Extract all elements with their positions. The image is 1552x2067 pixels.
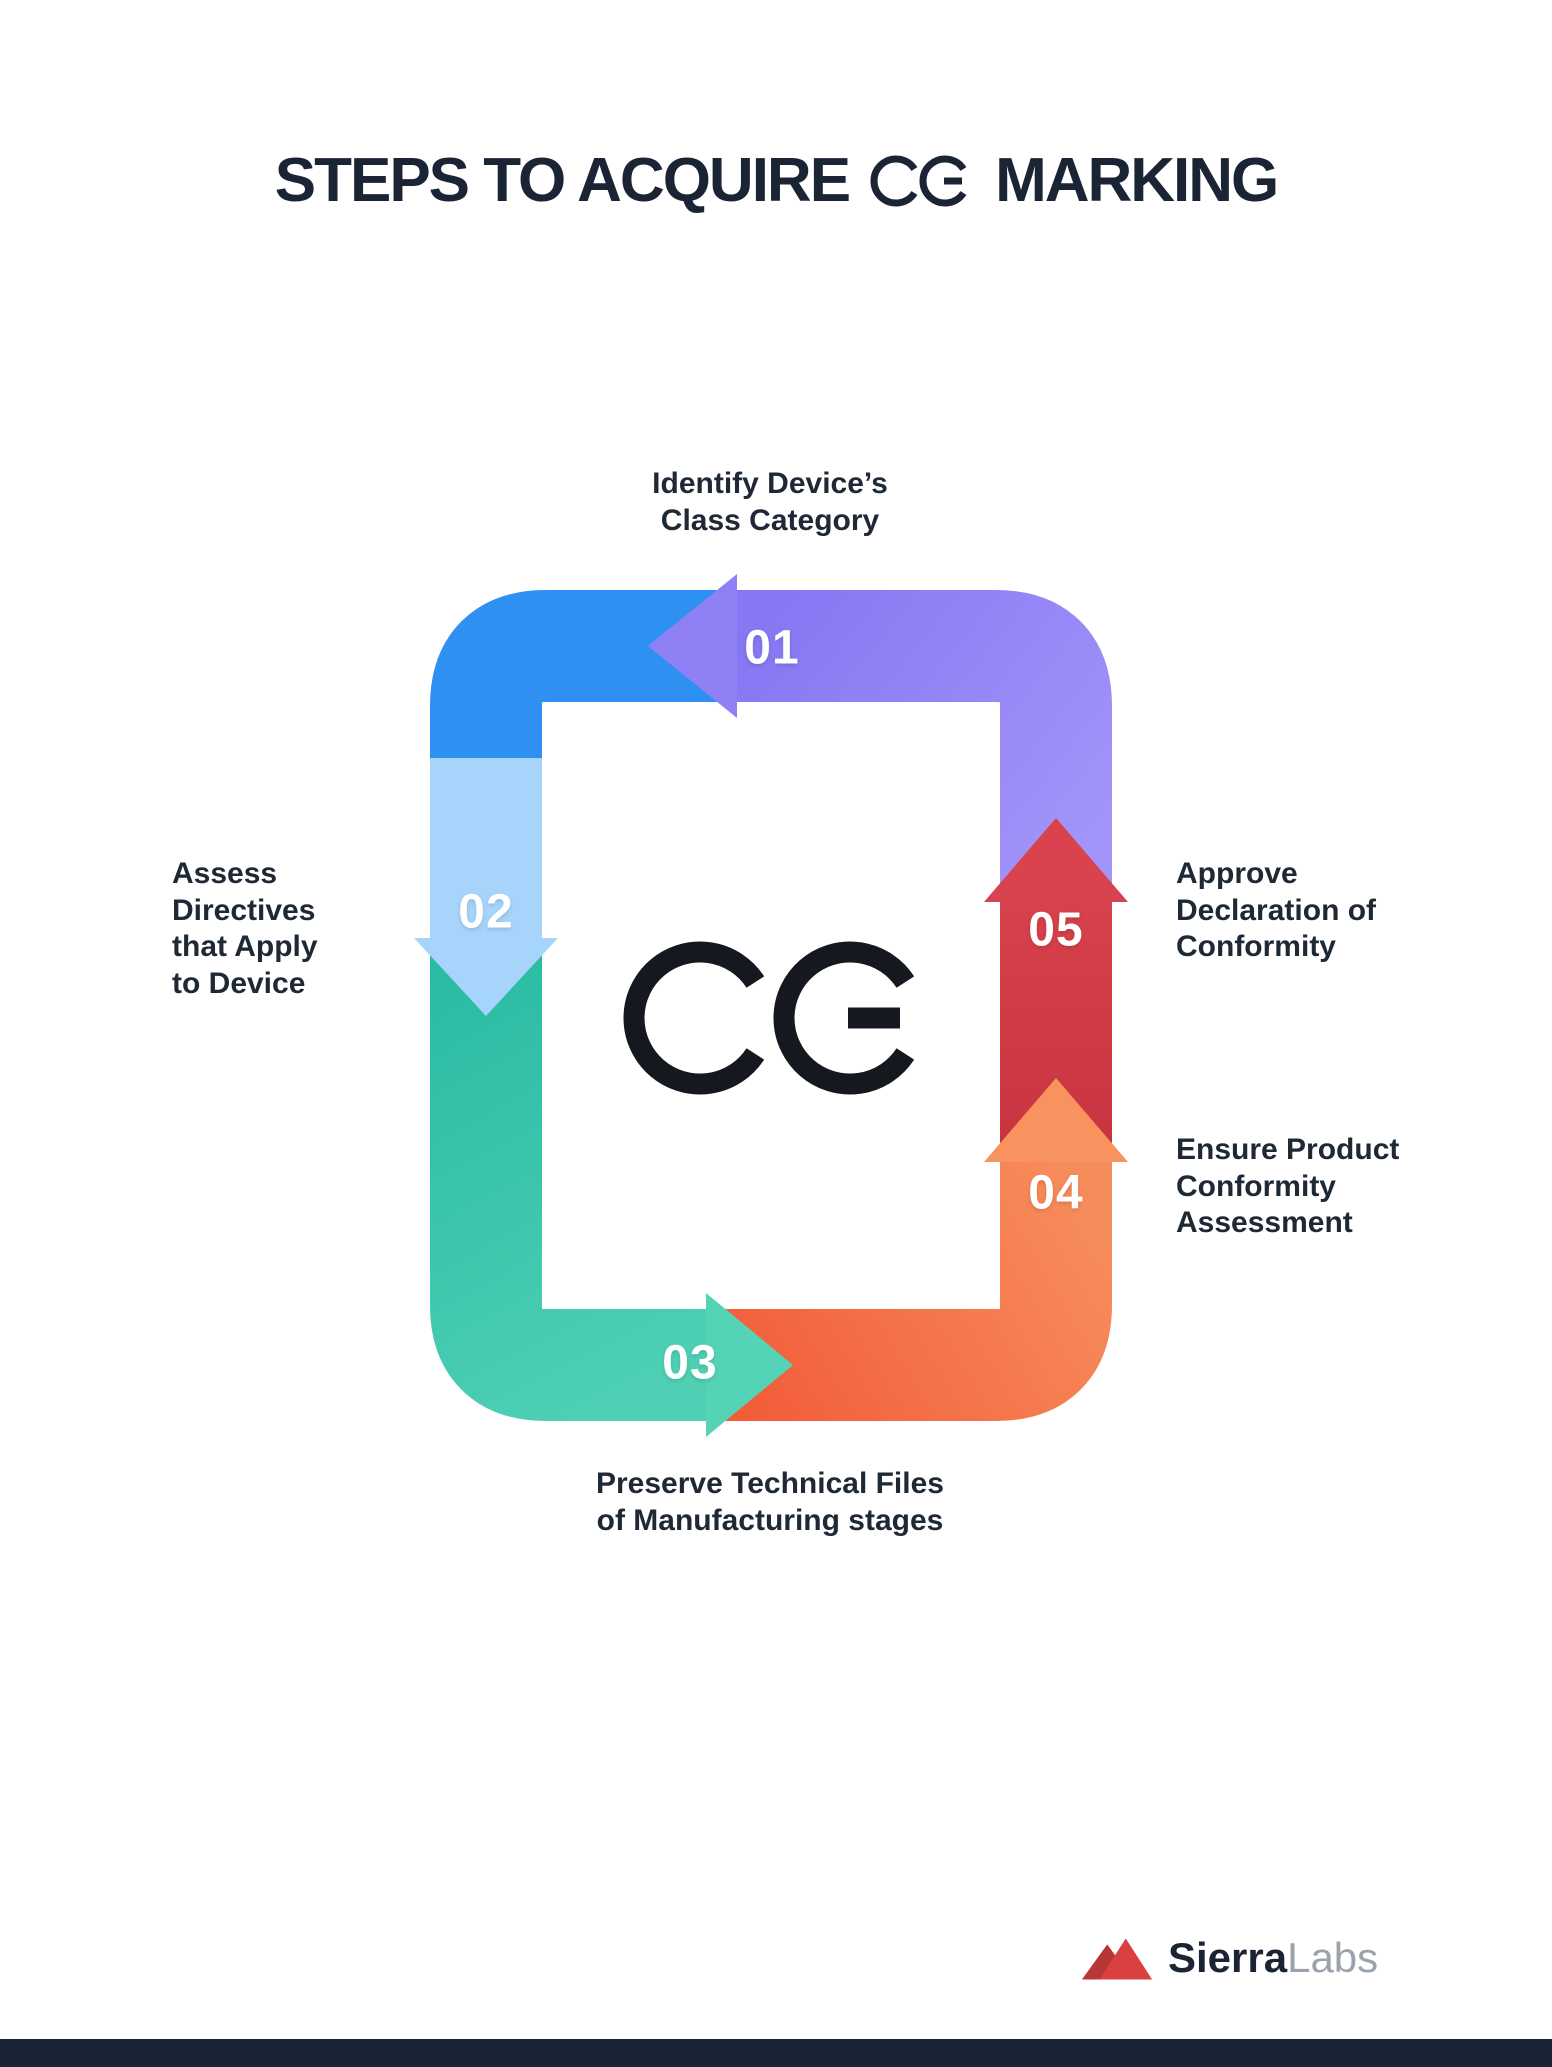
ce-center-c-glyph	[623, 941, 765, 1095]
brand-name: SierraLabs	[1168, 1937, 1378, 1979]
step-05-number: 05	[1028, 903, 1084, 957]
ce-mark-icon	[870, 155, 967, 207]
step-04-band	[710, 1160, 1112, 1421]
step-04-number: 04	[1028, 1166, 1084, 1220]
step-03-arrowhead	[706, 1293, 793, 1437]
step-05-label: Approve Declaration of Conformity	[1176, 857, 1377, 964]
step-02-number: 02	[458, 885, 514, 939]
step-01-band	[730, 590, 1112, 895]
brand-name-bold: Sierra	[1168, 1934, 1288, 1981]
connector-band-blue	[430, 590, 735, 770]
mountain-front-peak	[1099, 1938, 1153, 1980]
step-01-label: Identify Device’s Class Category	[652, 467, 888, 537]
step-05-arrowhead	[984, 818, 1128, 902]
ce-title-c-glyph	[870, 155, 918, 207]
ce-title-e-glyph	[919, 155, 967, 207]
brand-name-light: Labs	[1287, 1934, 1379, 1981]
footer-bar	[0, 2039, 1552, 2067]
mountain-icon	[1081, 1938, 1153, 1980]
brand-logo: SierraLabs	[1078, 1934, 1378, 1982]
page-title: STEPS TO ACQUIRE MARKING	[0, 150, 1552, 212]
step-03-number: 03	[662, 1336, 718, 1390]
step-01-arrowhead	[648, 574, 737, 718]
step-01-number: 01	[744, 621, 800, 675]
ce-center-e-glyph	[773, 941, 915, 1095]
step-02-label: Assess Directives that Apply to Device	[172, 857, 318, 1000]
step-02-arrowhead	[414, 938, 558, 1016]
step-04-label: Ensure Product Conformity Assessment	[1176, 1133, 1400, 1240]
ce-mark-center	[623, 941, 915, 1095]
step-04-arrowhead	[984, 1078, 1128, 1162]
title-prefix: STEPS TO ACQUIRE	[274, 146, 851, 215]
step-03-label: Preserve Technical Files of Manufacturin…	[596, 1467, 944, 1537]
title-suffix: MARKING	[995, 146, 1279, 215]
step-03-band	[430, 945, 706, 1421]
